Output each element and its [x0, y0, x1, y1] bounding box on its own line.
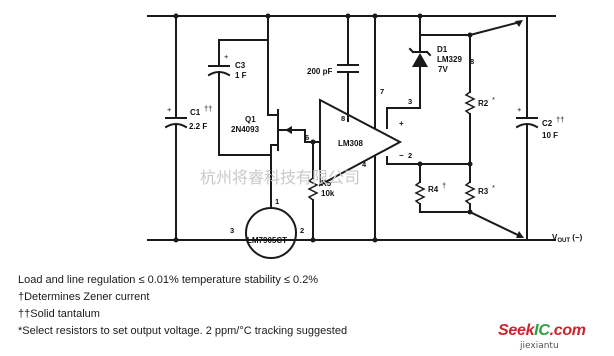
opamp-pin-3: 3: [408, 97, 412, 106]
d1-part: LM329: [437, 55, 462, 64]
r4-mark: †: [442, 181, 446, 190]
c200-value: 200 pF: [307, 67, 332, 76]
r3-mark: *: [492, 183, 495, 192]
site-logo-brand-c: .com: [549, 322, 586, 339]
reg-pin-1: 1: [275, 197, 279, 206]
q1-name: Q1: [245, 115, 256, 124]
resistor-r5: R5 10k: [307, 141, 335, 241]
c1-plus-sign: +: [167, 105, 172, 114]
transistor-q1: Q1 2N4093: [231, 15, 306, 209]
c3-value: 1 F: [235, 71, 247, 80]
circuit-schematic: + C1 †† 2.2 F + C3 1 F Q1 2N4093 200 p: [147, 13, 583, 259]
opamp-pin-4: 4: [362, 160, 367, 169]
d1-pin-8: 8: [470, 57, 474, 66]
opamp-lm308: LM308 6 8 7 4 3 + 2 −: [304, 15, 471, 241]
r5-name: R5: [321, 179, 332, 188]
r2-mark: *: [492, 95, 495, 104]
c2-name: C2: [542, 119, 553, 128]
top-rail: [147, 13, 556, 19]
opamp-pin-2: 2: [408, 151, 412, 160]
r4-name: R4: [428, 185, 439, 194]
site-logo-brand-a: Seek: [498, 322, 535, 339]
capacitor-200pf: 200 pF: [307, 15, 359, 115]
c1-name: C1: [190, 108, 201, 117]
r2-name: R2: [478, 99, 489, 108]
d1-name: D1: [437, 45, 448, 54]
r3-name: R3: [478, 187, 489, 196]
q1-part: 2N4093: [231, 125, 260, 134]
vout-subscript: OUT: [557, 238, 570, 244]
note-resistors: *Select resistors to set output voltage.…: [18, 325, 348, 337]
reg-pin-2: 2: [300, 226, 304, 235]
capacitor-c1: + C1 †† 2.2 F: [164, 15, 212, 241]
opamp-pin-6: 6: [305, 133, 309, 142]
watermark-text: 杭州将睿科技有限公司: [200, 168, 360, 187]
c3-plus-sign: +: [224, 52, 229, 61]
opamp-pin-8: 8: [341, 114, 345, 123]
site-logo-domain: jiexiantu: [520, 341, 559, 351]
capacitor-c3: + C3 1 F: [207, 15, 272, 156]
note-regulation: Load and line regulation ≤ 0.01% tempera…: [18, 274, 319, 286]
note-zener: †Determines Zener current: [18, 291, 150, 303]
opamp-plus-sign: +: [399, 119, 404, 128]
site-logo: SeekIC.com jiexiantu: [498, 322, 610, 354]
site-logo-brand-b: IC: [534, 322, 550, 339]
vout-suffix: (−): [570, 233, 583, 242]
resistor-network: R2 * R3 * R4 †: [414, 20, 524, 238]
reg-pin-3: 3: [230, 226, 234, 235]
reg-part: LM7905CT: [247, 236, 287, 245]
vout-symbol: V: [552, 233, 558, 242]
site-logo-brand: SeekIC.com: [498, 322, 586, 340]
opamp-minus-sign: −: [399, 151, 404, 160]
opamp-pin-7: 7: [380, 87, 384, 96]
c1-mark: ††: [204, 104, 212, 113]
d1-value: 7V: [438, 65, 448, 74]
c3-name: C3: [235, 61, 246, 70]
c2-mark: ††: [556, 115, 564, 124]
capacitor-c2: + C2 †† 10 F: [515, 15, 564, 241]
c1-value: 2.2 F: [189, 122, 207, 131]
opamp-part: LM308: [338, 139, 363, 148]
svg-text:VOUT (−): VOUT (−): [552, 233, 583, 244]
zener-d1: D1 LM329 7V 8: [408, 15, 474, 109]
r5-value: 10k: [321, 189, 335, 198]
vout-label: VOUT (−): [552, 233, 583, 244]
regulator-lm7905ct: LM7905CT 1 3 2: [175, 197, 314, 259]
c2-plus-sign: +: [517, 105, 522, 114]
note-tantalum: ††Solid tantalum: [18, 308, 100, 320]
c2-value: 10 F: [542, 131, 558, 140]
